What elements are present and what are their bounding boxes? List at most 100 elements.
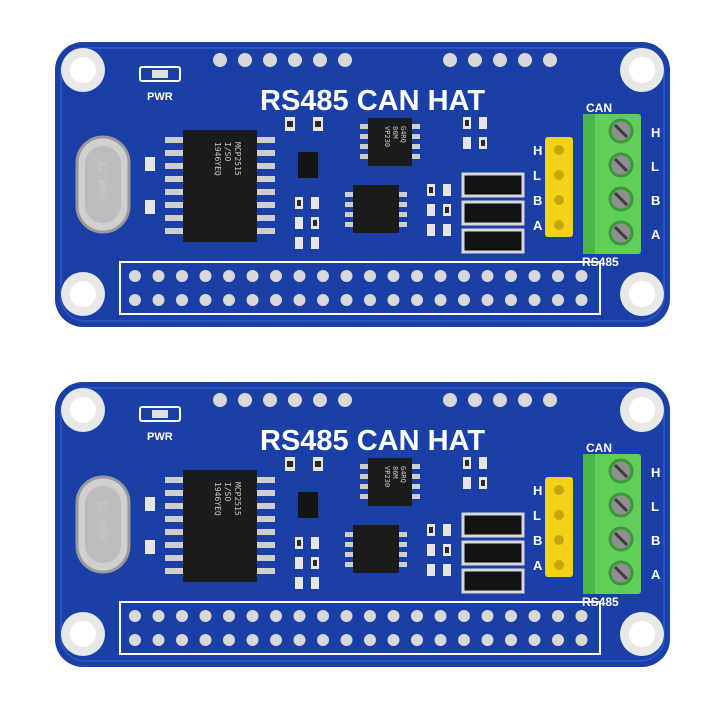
gpio-pin [552, 634, 564, 646]
gpio-pin [246, 294, 259, 306]
gpio-pin [293, 634, 306, 646]
gpio-pin [434, 634, 447, 646]
header-pin-l: L [533, 168, 541, 183]
gpio-pin [293, 294, 306, 306]
terminal-pin-l: L [651, 499, 659, 514]
gpio-pin [246, 270, 259, 282]
gpio-pin [575, 634, 588, 646]
gpio-pin [199, 610, 212, 622]
board-top: PWR RS485 CAN HAT CAN RS485 H L B A H L … [53, 40, 672, 329]
terminal-pin-a: A [651, 567, 661, 582]
gpio-pin [481, 294, 494, 306]
gpio-pin [505, 294, 517, 306]
gpio-pin [528, 294, 541, 306]
gpio-pin [505, 634, 517, 646]
gpio-pin [411, 294, 423, 306]
gpio-pin [528, 610, 541, 622]
gpio-pin [152, 634, 165, 646]
gpio-pin [223, 610, 235, 622]
gpio-pin [364, 270, 376, 282]
gpio-pin [505, 610, 517, 622]
terminal-pin-l: L [651, 159, 659, 174]
gpio-pin [176, 634, 188, 646]
header-pin-h: H [533, 483, 542, 498]
gpio-pin [575, 270, 588, 282]
gpio-pin [129, 610, 141, 622]
gpio-pin [129, 294, 141, 306]
gpio-pin [129, 270, 141, 282]
gpio-pin [317, 610, 329, 622]
gpio-pin [552, 610, 564, 622]
gpio-pin [387, 294, 400, 306]
gpio-pin [481, 634, 494, 646]
transceiver-chip-line-2: 86M [391, 466, 399, 479]
gpio-pin [223, 270, 235, 282]
gpio-pin [340, 270, 353, 282]
controller-chip-line-1: MCP2515 [233, 142, 242, 176]
transceiver-chip-line-3: G4RQ [399, 126, 407, 143]
terminal-pin-b: B [651, 193, 660, 208]
terminal-pin-h: H [651, 125, 660, 140]
gpio-pin [176, 610, 188, 622]
can-label: CAN [586, 101, 612, 115]
gpio-pin [411, 634, 423, 646]
header-pin-h: H [533, 143, 542, 158]
gpio-pin [458, 634, 470, 646]
gpio-pin [575, 294, 588, 306]
gpio-pin [129, 634, 141, 646]
pwr-label: PWR [147, 431, 173, 443]
gpio-pin [317, 634, 329, 646]
gpio-pin [364, 634, 376, 646]
gpio-pin [152, 610, 165, 622]
gpio-pin [528, 634, 541, 646]
transceiver-chip-line-3: G4RQ [399, 466, 407, 483]
gpio-pin [575, 610, 588, 622]
controller-chip-line-3: 1946YEQ [213, 142, 222, 176]
gpio-pin [481, 270, 494, 282]
gpio-pin [505, 270, 517, 282]
gpio-pin [293, 610, 306, 622]
gpio-pin [270, 610, 282, 622]
gpio-pin [364, 610, 376, 622]
gpio-pin [246, 610, 259, 622]
gpio-pin [387, 634, 400, 646]
gpio-pin [481, 610, 494, 622]
transceiver-chip-line-1: VP230 [383, 466, 391, 487]
gpio-pin [270, 294, 282, 306]
gpio-pin [340, 610, 353, 622]
gpio-pin [223, 294, 235, 306]
can-label: CAN [586, 441, 612, 455]
gpio-pin [317, 294, 329, 306]
controller-chip-line-2: I/SO [223, 142, 232, 161]
gpio-pin [317, 270, 329, 282]
gpio-pin [528, 270, 541, 282]
header-pin-b: B [533, 533, 542, 548]
gpio-pin [458, 294, 470, 306]
terminal-pin-a: A [651, 227, 661, 242]
rs485-label: RS485 [582, 595, 619, 609]
crystal-label: 12.000 [96, 160, 109, 200]
gpio-pin [199, 634, 212, 646]
gpio-pin [411, 610, 423, 622]
gpio-pin [387, 270, 400, 282]
terminal-pin-h: H [651, 465, 660, 480]
controller-chip-line-2: I/SO [223, 482, 232, 501]
gpio-pins [129, 610, 588, 646]
controller-chip-line-1: MCP2515 [233, 482, 242, 516]
gpio-pin [293, 270, 306, 282]
gpio-pin [176, 294, 188, 306]
transceiver-chip-line-2: 86M [391, 126, 399, 139]
gpio-pin [199, 270, 212, 282]
controller-chip-line-3: 1946YEQ [213, 482, 222, 516]
header-pin-l: L [533, 508, 541, 523]
gpio-pin [364, 294, 376, 306]
terminal-pin-b: B [651, 533, 660, 548]
gpio-pin [223, 634, 235, 646]
gpio-pin [340, 294, 353, 306]
gpio-pin [552, 294, 564, 306]
gpio-pin [176, 270, 188, 282]
gpio-pin [152, 294, 165, 306]
transceiver-chip-line-1: VP230 [383, 126, 391, 147]
pwr-label: PWR [147, 91, 173, 103]
